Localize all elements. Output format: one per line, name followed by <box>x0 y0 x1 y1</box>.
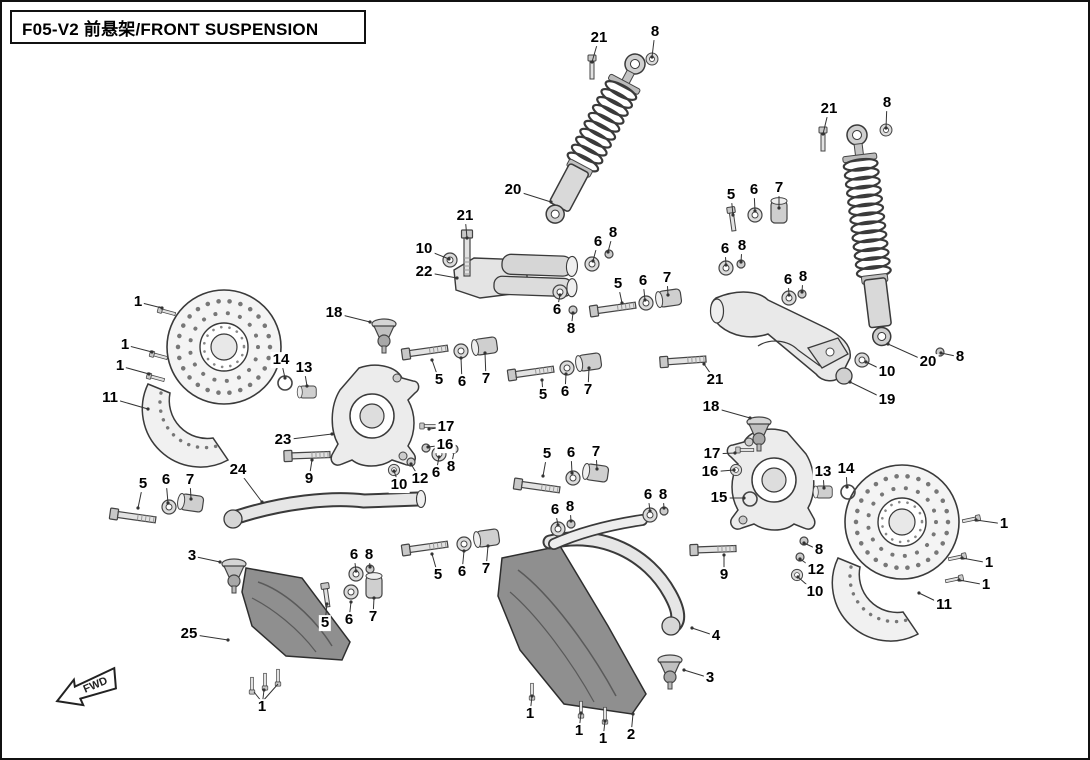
guard-center <box>497 545 647 715</box>
shock-absorber-right <box>842 124 893 347</box>
guard-left <box>241 567 351 661</box>
hardware-set-b <box>506 351 603 382</box>
page-title: F05-V2 前悬架/FRONT SUSPENSION <box>22 19 319 39</box>
hardware-set-e <box>108 492 205 526</box>
hardware-set-d <box>726 197 788 232</box>
hardware-set-a <box>400 335 499 361</box>
brake-disc-right <box>845 465 959 579</box>
lower-a-arm-left <box>223 489 427 529</box>
ball-joint-lower-right <box>657 654 683 690</box>
steering-knuckle-right <box>726 428 816 531</box>
hardware-set-g <box>400 527 501 557</box>
fwd-arrow-icon: FWD <box>55 666 117 707</box>
fwd-indicator: FWD <box>47 661 131 725</box>
diagram-title-box: F05-V2 前悬架/FRONT SUSPENSION <box>10 10 366 44</box>
ball-joint-upper-left <box>371 318 397 354</box>
lower-a-arm-right <box>542 514 686 636</box>
hardware-set-c <box>588 287 683 318</box>
shock-absorber-left <box>545 53 646 224</box>
coil-spring <box>564 76 640 176</box>
brake-disc-left <box>167 290 281 404</box>
steering-knuckle-left <box>330 364 420 467</box>
hardware-set-f <box>512 462 610 496</box>
upper-a-arm-right <box>709 291 853 385</box>
coil-spring <box>842 156 893 281</box>
